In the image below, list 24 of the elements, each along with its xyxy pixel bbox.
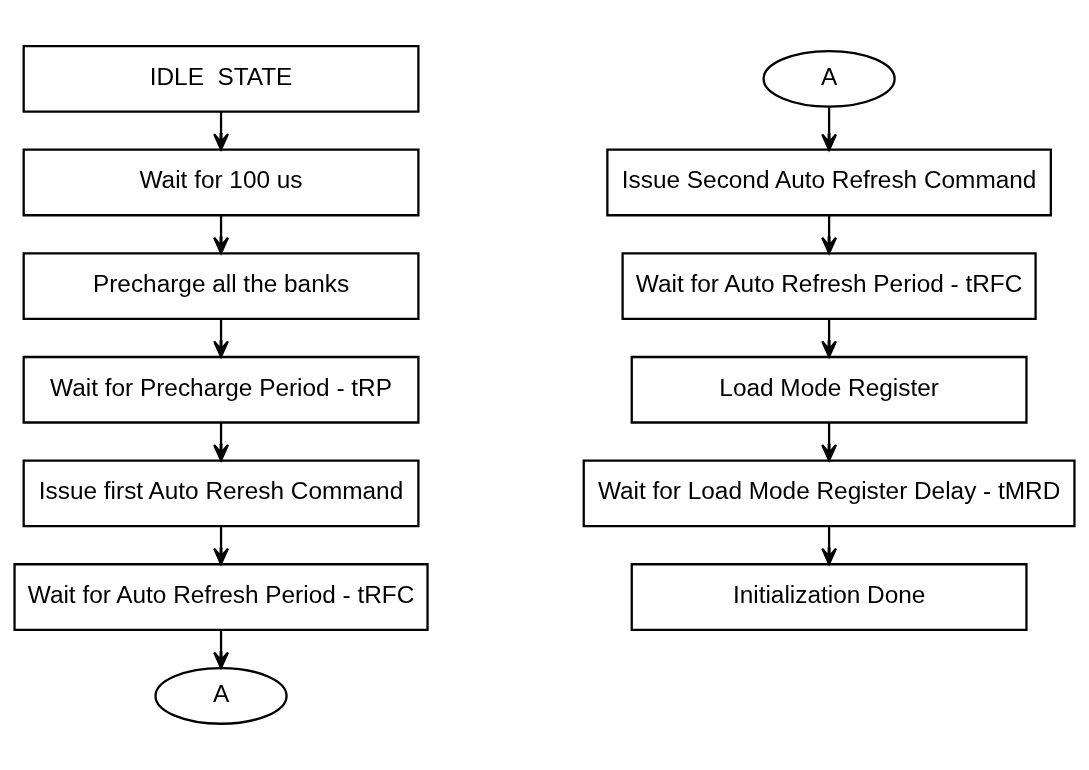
node-box: Wait for Precharge Period - tRP — [22, 355, 420, 424]
node-box: Issue Second Auto Refresh Command — [606, 148, 1052, 217]
arrow — [821, 526, 838, 565]
node-box: Wait for Auto Refresh Period - tRFC — [13, 563, 429, 631]
arrow — [821, 318, 838, 358]
node-ellipse: A — [762, 49, 896, 108]
node-box: Wait for Auto Refresh Period - tRFC — [621, 252, 1037, 321]
arrow — [213, 629, 230, 669]
arrow — [821, 215, 838, 255]
arrow — [821, 422, 838, 462]
arrow — [213, 111, 230, 151]
node-box: Precharge all the banks — [22, 252, 420, 321]
node-box: IDLE STATE — [22, 44, 420, 113]
arrow — [213, 318, 230, 358]
node-box: Issue first Auto Reresh Command — [22, 459, 420, 528]
node-box: Wait for 100 us — [22, 148, 420, 217]
arrow — [213, 215, 230, 255]
node-box: Load Mode Register — [630, 355, 1028, 424]
arrow — [821, 107, 838, 151]
arrow — [213, 422, 230, 462]
node-box: Initialization Done — [630, 563, 1028, 631]
node-box: Wait for Load Mode Register Delay - tMRD — [582, 459, 1076, 528]
arrow — [213, 526, 230, 565]
node-ellipse: A — [154, 666, 288, 725]
